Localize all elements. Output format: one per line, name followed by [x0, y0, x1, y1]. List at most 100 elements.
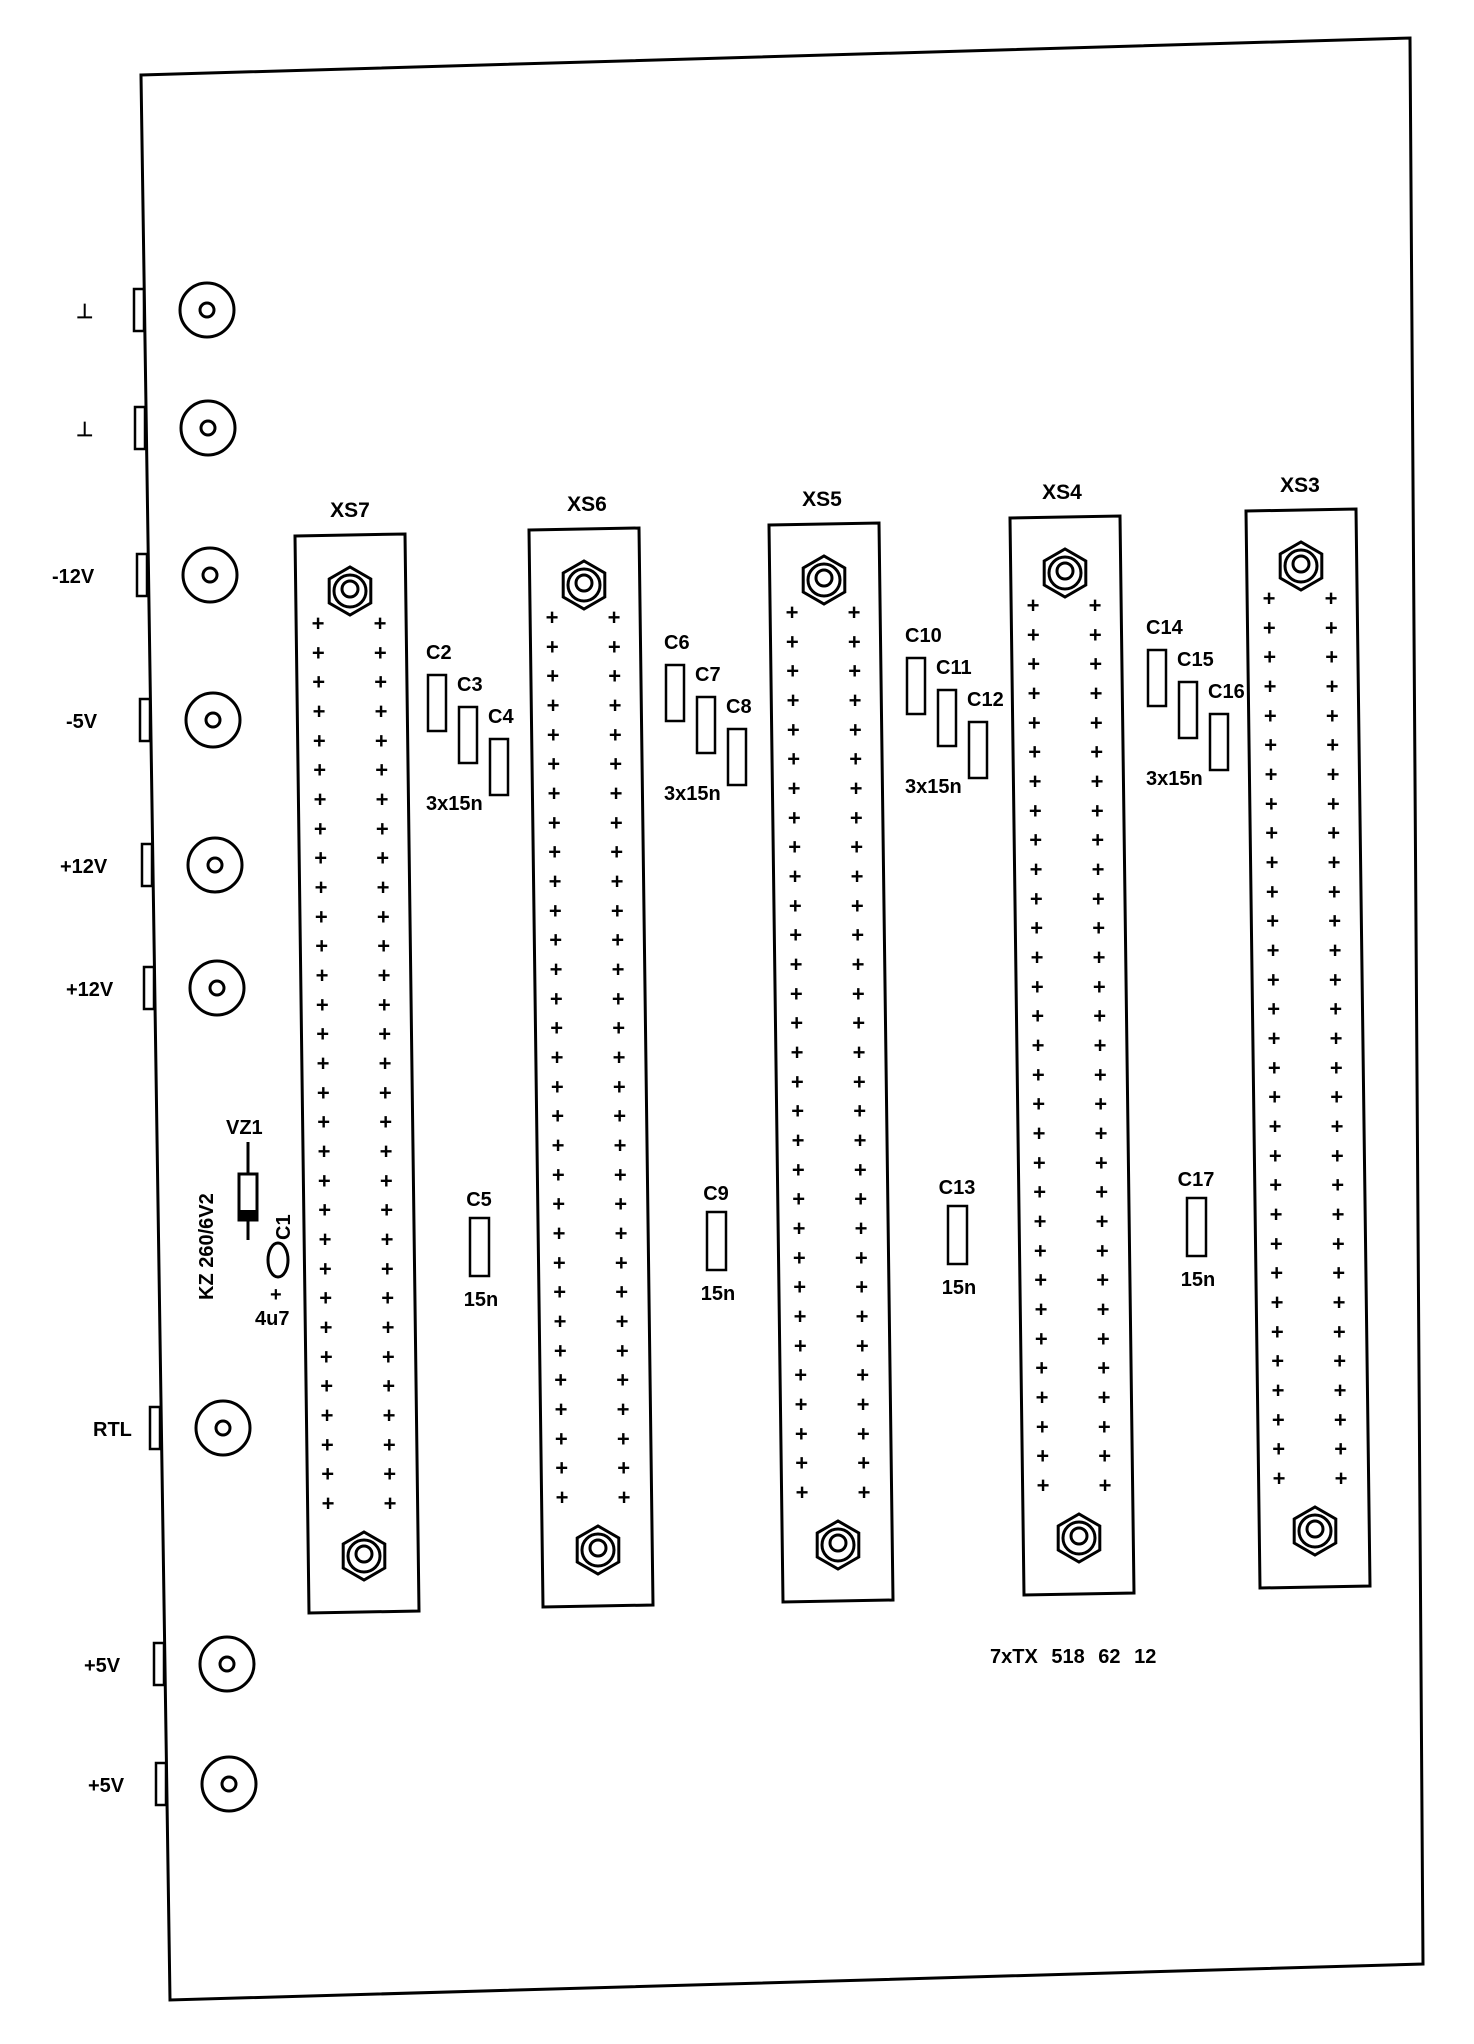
connector-pin: + [855, 1216, 868, 1241]
terminal-tab [152, 1641, 166, 1687]
terminal-tab [132, 287, 146, 333]
terminal-hole [198, 301, 216, 319]
connector-pin: + [1028, 681, 1041, 706]
c1-body [266, 1241, 290, 1279]
connector-pin: + [852, 981, 865, 1006]
connector-pin: + [552, 1162, 565, 1187]
capacitor-label: C5 [466, 1189, 492, 1211]
mounting-hole-inner [814, 568, 834, 588]
connector-pin: + [1092, 886, 1105, 911]
connector-pin: + [1333, 1290, 1346, 1315]
connector-pin: + [317, 1080, 330, 1105]
connector-pin: + [1097, 1297, 1110, 1322]
connector-pin: + [378, 992, 391, 1017]
connector-pin: + [1271, 1349, 1284, 1374]
connector-pin: + [379, 1110, 392, 1135]
connector-pin: + [608, 605, 621, 630]
connector-pin: + [790, 952, 803, 977]
mounting-hex [815, 1519, 861, 1571]
terminal-hole [201, 566, 219, 584]
capacitor-body [1185, 1196, 1208, 1258]
capacitor-body [468, 1216, 491, 1278]
mounting-hole [346, 1538, 382, 1574]
connector-pin: + [316, 963, 329, 988]
connector-pin: + [374, 611, 387, 636]
connector-pin: + [1030, 886, 1043, 911]
connector-pin: + [792, 1157, 805, 1182]
connector-pin: + [1095, 1180, 1108, 1205]
connector-pin: + [850, 835, 863, 860]
connector-pin: + [610, 781, 623, 806]
connector-pin: + [1329, 967, 1342, 992]
connector-pin: + [1096, 1238, 1109, 1263]
connector-pin: + [854, 1187, 867, 1212]
connector-pin: + [379, 1051, 392, 1076]
capacitor-label: C11 [936, 657, 972, 679]
connector-pin: + [1331, 1143, 1344, 1168]
connector-pin: + [786, 600, 799, 625]
capacitors: C2C3C43x15nC6C7C83x15nC10C11C123x15nC14C… [426, 617, 1245, 1311]
connector-pin: + [1089, 593, 1102, 618]
connector-pin: + [1265, 791, 1278, 816]
connector-pin: + [1034, 1268, 1047, 1293]
capacitor-label: C6 [664, 632, 690, 654]
connector-pin: + [611, 869, 624, 894]
connector-pin: + [320, 1315, 333, 1340]
connector-pin: + [1090, 740, 1103, 765]
slot-body [293, 532, 421, 1615]
connector-pin: + [1269, 1173, 1282, 1198]
connector-pin: + [612, 957, 625, 982]
zener-cathode-band [239, 1210, 257, 1220]
terminal-tab [148, 1405, 162, 1451]
connector-pin: + [315, 934, 328, 959]
mounting-hex [341, 1530, 387, 1582]
slot-xs3: XS3+++++++++++++++++++++++++++++++++++++… [1244, 474, 1372, 1590]
terminal-5: +12V [60, 836, 244, 894]
slot-body [527, 526, 655, 1609]
connector-pin: + [1031, 1004, 1044, 1029]
connector-pin: + [1332, 1202, 1345, 1227]
connector-pin: + [314, 816, 327, 841]
connector-pin: + [1265, 821, 1278, 846]
capacitor-value: 15n [942, 1277, 976, 1299]
connector-pin: + [1267, 967, 1280, 992]
connector-pin: + [1097, 1326, 1110, 1351]
slot-body [1244, 507, 1372, 1590]
connector-pin: + [1269, 1114, 1282, 1139]
connector-pin: + [1089, 622, 1102, 647]
connector-pin: + [1332, 1231, 1345, 1256]
capacitor-body [1146, 648, 1168, 708]
connector-pin: + [548, 810, 561, 835]
connector-pin: + [616, 1368, 629, 1393]
mounting-hole-inner [1055, 561, 1075, 581]
connector-pin: + [1263, 615, 1276, 640]
connector-pin: + [317, 1051, 330, 1076]
connector-pin: + [794, 1363, 807, 1388]
connector-pin: + [1036, 1385, 1049, 1410]
connector-pin: + [1029, 798, 1042, 823]
slot-body [767, 521, 895, 1604]
connector-pin: + [1263, 645, 1276, 670]
connector-pin: + [376, 787, 389, 812]
connector-pin: + [549, 898, 562, 923]
connector-pin: + [380, 1198, 393, 1223]
connector-pin: + [614, 1192, 627, 1217]
connector-pin: + [1091, 798, 1104, 823]
connector-pin: + [1031, 974, 1044, 999]
connector-pin: + [1264, 674, 1277, 699]
connector-pin: + [1267, 997, 1280, 1022]
terminal-ring [178, 281, 236, 339]
connector-pin: + [791, 1069, 804, 1094]
connector-pin: + [1029, 769, 1042, 794]
terminal-tab [135, 552, 149, 598]
connector-pin: + [550, 1016, 563, 1041]
connector-pin: + [608, 664, 621, 689]
connector-pin: + [792, 1128, 805, 1153]
connector-pin: + [788, 835, 801, 860]
terminal-ring [179, 399, 237, 457]
capacitor-body [664, 663, 686, 723]
connector-pin: + [790, 981, 803, 1006]
mounting-hole [1061, 1520, 1097, 1556]
connector-pin: + [1270, 1231, 1283, 1256]
